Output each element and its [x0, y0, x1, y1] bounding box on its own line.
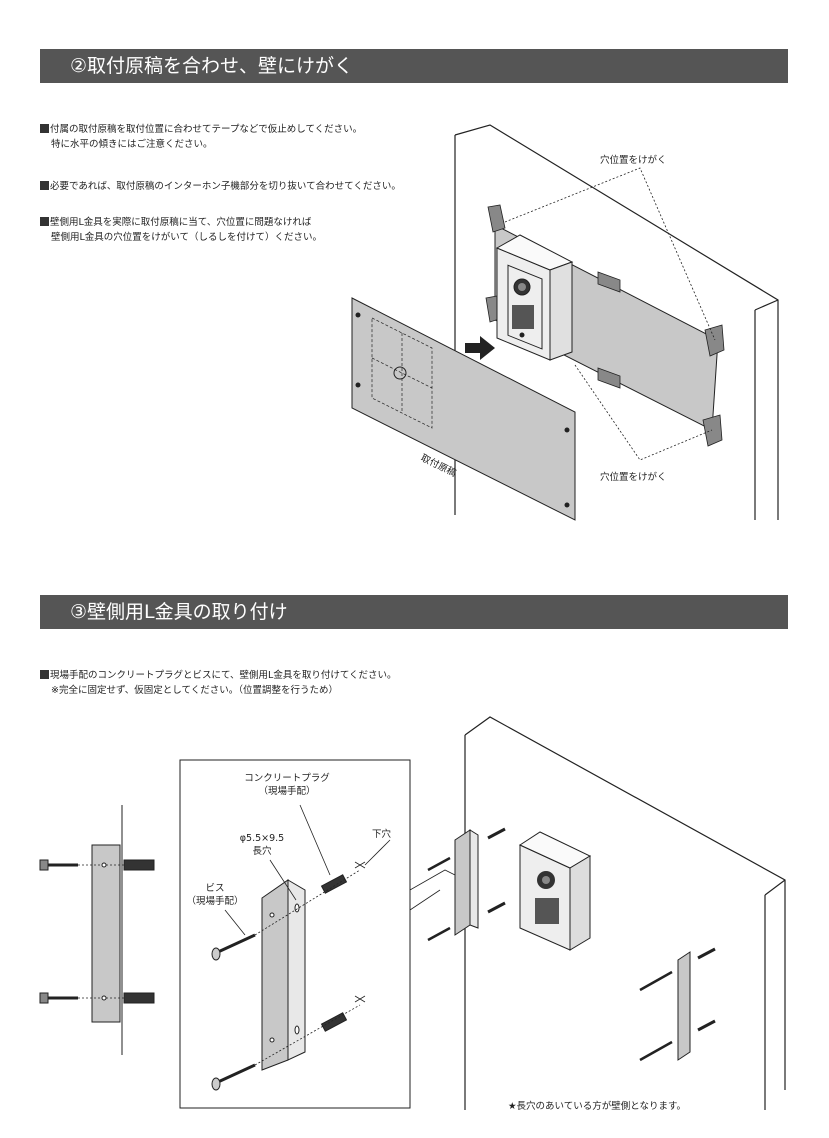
- instruction-text: 必要であれば、取付原稿のインターホン子機部分を切り抜いて合わせてください。: [50, 181, 401, 192]
- section-2-title: ②取付原稿を合わせ、壁にけがく: [70, 55, 354, 77]
- label-pilot-hole: 下穴: [372, 829, 392, 840]
- label-screw: ビス （現場手配）: [180, 882, 250, 908]
- instruction-text: 特に水平の傾きにはご注意ください。: [51, 139, 213, 150]
- template-marking-diagram: [351, 124, 779, 521]
- instruction-text: ※完全に固定せず、仮固定としてください。（位置調整を行うため）: [51, 685, 338, 696]
- instruction-text: 付属の取付原稿を取付位置に合わせてテープなどで仮止めしてください。: [50, 124, 363, 135]
- label-concrete-plug: コンクリートプラグ （現場手配）: [232, 772, 342, 798]
- bullet-square-icon: [40, 217, 49, 226]
- label-text: ビス: [205, 883, 225, 894]
- label-mark-holes-bottom: 穴位置をけがく: [600, 472, 667, 483]
- instruction-paragraph-1: 付属の取付原稿を取付位置に合わせてテープなどで仮止めしてください。 特に水平の傾…: [40, 122, 362, 152]
- label-mark-holes-top: 穴位置をけがく: [600, 155, 667, 166]
- section-3-header: ③壁側用L金具の取り付け: [40, 595, 788, 629]
- label-slot-hole: φ5.5×9.5 長穴: [222, 832, 302, 858]
- instruction-paragraph-2: 必要であれば、取付原稿のインターホン子機部分を切り抜いて合わせてください。: [40, 179, 401, 194]
- label-text: コンクリートプラグ: [244, 773, 330, 784]
- bullet-square-icon: [40, 181, 49, 190]
- instruction-text: 壁側用L金具の穴位置をけがいて（しるしを付けて）ください。: [51, 232, 323, 243]
- instruction-text: 現場手配のコンクリートプラグとビスにて、壁側用L金具を取り付けてください。: [50, 670, 397, 681]
- instruction-text: 壁側用L金具を実際に取付原稿に当て、穴位置に問題なければ: [50, 217, 312, 228]
- label-text: （現場手配）: [258, 786, 316, 797]
- instruction-paragraph-4: 現場手配のコンクリートプラグとビスにて、壁側用L金具を取り付けてください。 ※完…: [40, 668, 397, 698]
- section-2-header: ②取付原稿を合わせ、壁にけがく: [40, 49, 788, 83]
- section-3-title: ③壁側用L金具の取り付け: [70, 601, 288, 623]
- instruction-paragraph-3: 壁側用L金具を実際に取付原稿に当て、穴位置に問題なければ 壁側用L金具の穴位置を…: [40, 215, 322, 245]
- bullet-square-icon: [40, 670, 49, 679]
- note-slot-side: ★長穴のあいている方が壁側となります。: [508, 1101, 686, 1112]
- label-text: φ5.5×9.5: [239, 833, 285, 844]
- label-text: （現場手配）: [186, 896, 244, 907]
- label-text: 長穴: [252, 846, 272, 857]
- bullet-square-icon: [40, 124, 49, 133]
